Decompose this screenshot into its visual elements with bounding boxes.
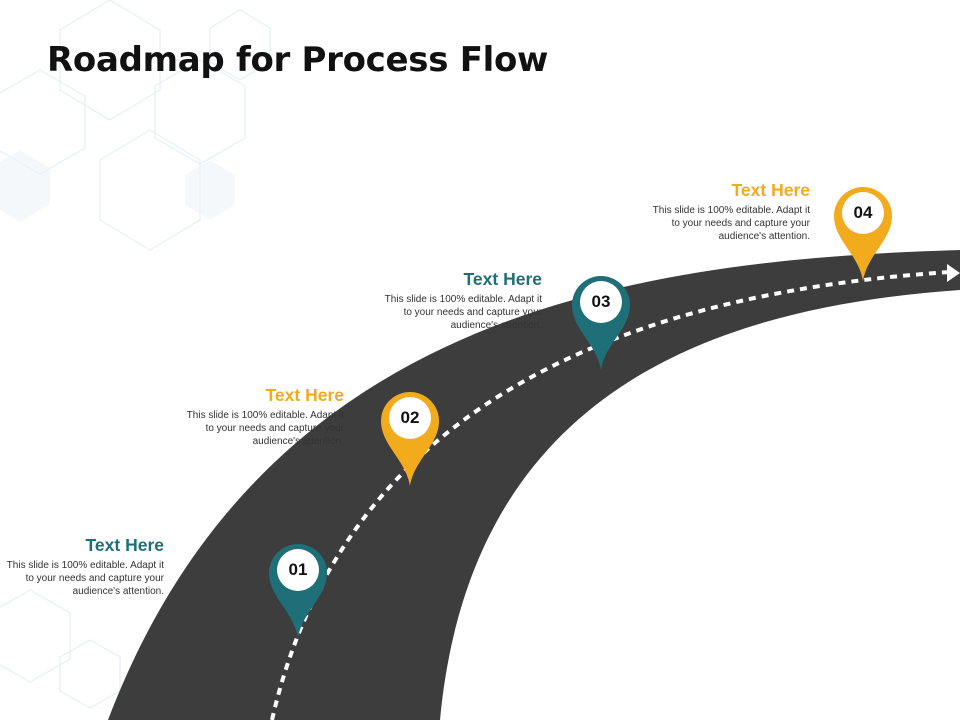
map-pin-icon (834, 186, 892, 281)
map-pin-icon (269, 543, 327, 638)
step-heading: Text Here (85, 535, 164, 555)
page-title: Roadmap for Process Flow (47, 40, 549, 80)
step-3-marker: 03 (570, 274, 632, 370)
step-3-text: Text Here This slide is 100% editable. A… (382, 269, 542, 332)
step-heading: Text Here (731, 180, 810, 200)
step-number: 03 (591, 292, 611, 311)
step-4-text: Text Here This slide is 100% editable. A… (650, 180, 810, 243)
arrow-right-icon (947, 264, 960, 282)
step-number: 04 (853, 203, 873, 222)
step-body: This slide is 100% editable. Adapt it to… (6, 560, 164, 597)
step-1-marker: 01 (267, 542, 329, 638)
map-pin-icon (572, 275, 630, 370)
step-2-marker: 02 (379, 390, 441, 486)
background-hex-pattern (0, 0, 271, 709)
step-number: 01 (288, 560, 308, 579)
step-body: This slide is 100% editable. Adapt it to… (186, 410, 344, 447)
step-heading: Text Here (265, 385, 344, 405)
step-4-marker: 04 (832, 185, 894, 281)
step-heading: Text Here (463, 269, 542, 289)
road-center-line (270, 270, 951, 720)
step-number: 02 (400, 408, 420, 427)
map-pin-icon (381, 391, 439, 486)
road-surface (108, 250, 960, 720)
step-1-text: Text Here This slide is 100% editable. A… (4, 535, 164, 598)
step-body: This slide is 100% editable. Adapt it to… (652, 205, 810, 242)
step-body: This slide is 100% editable. Adapt it to… (384, 294, 542, 331)
step-2-text: Text Here This slide is 100% editable. A… (184, 385, 344, 448)
